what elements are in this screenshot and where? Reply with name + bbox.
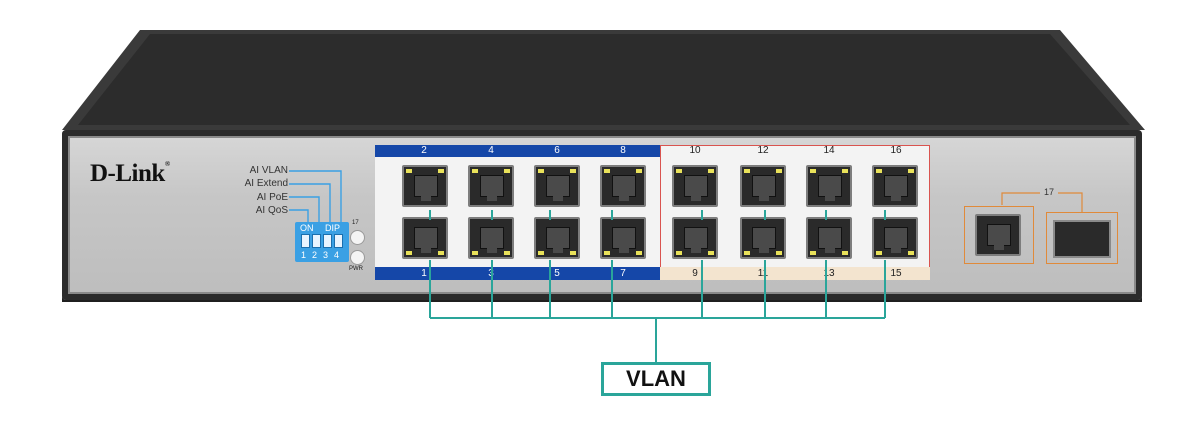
port-label-bar-bottom-right (660, 267, 930, 280)
rj45-port-5[interactable] (534, 217, 580, 259)
dip-switch-2[interactable] (312, 234, 321, 248)
port-number-1: 1 (421, 268, 427, 279)
dip-label-ai-poe: AI PoE (256, 192, 288, 203)
dip-switch-1[interactable] (301, 234, 310, 248)
port-number-14: 14 (823, 145, 835, 156)
rj45-port-9[interactable] (672, 217, 718, 259)
dip-switch[interactable]: ON DIP 1 2 3 4 (295, 222, 349, 262)
port-number-9: 9 (692, 268, 698, 279)
port-number-2: 2 (421, 145, 427, 156)
dip-label-ai-qos: AI QoS (255, 205, 288, 216)
port-number-4: 4 (488, 145, 494, 156)
port-label-bar-top (375, 145, 660, 157)
port-number-7: 7 (620, 268, 626, 279)
port-number-15: 15 (890, 268, 902, 279)
led-label-pwr: PWR (349, 266, 363, 272)
dip-label-ai-vlan: AI VLAN (249, 165, 288, 176)
dip-label-ai-extend: AI Extend (244, 178, 288, 189)
dip-on-label: ON (300, 223, 314, 233)
rj45-port-3[interactable] (468, 217, 514, 259)
dip-number-3: 3 (323, 250, 329, 260)
dip-number-4: 4 (334, 250, 340, 260)
sfp-frame (1046, 212, 1118, 264)
port-area: 2 4 6 8 10 12 14 16 1 3 5 7 9 11 13 15 (375, 145, 930, 280)
combo-rj45-frame (964, 206, 1034, 264)
port-number-13: 13 (823, 268, 835, 279)
rj45-port-16[interactable] (872, 165, 918, 207)
rj45-port-14[interactable] (806, 165, 852, 207)
dip-number-1: 1 (301, 250, 307, 260)
port-number-12: 12 (757, 145, 769, 156)
brand-logo: D-Link® (90, 160, 170, 187)
rj45-port-7[interactable] (600, 217, 646, 259)
led-label-17: 17 (352, 220, 359, 226)
port-number-5: 5 (554, 268, 560, 279)
port-label-bar-bottom (375, 267, 660, 280)
rj45-port-1[interactable] (402, 217, 448, 259)
sfp-port-17[interactable] (1053, 220, 1111, 258)
status-led-17 (350, 230, 365, 245)
sfp-label: 17 (1044, 187, 1055, 197)
status-led-pwr (350, 250, 365, 265)
rj45-port-2[interactable] (402, 165, 448, 207)
rj45-port-15[interactable] (872, 217, 918, 259)
port-number-16: 16 (890, 145, 902, 156)
rj45-port-13[interactable] (806, 217, 852, 259)
rj45-port-8[interactable] (600, 165, 646, 207)
port-number-10: 10 (689, 145, 701, 156)
rj45-port-11[interactable] (740, 217, 786, 259)
rj45-port-10[interactable] (672, 165, 718, 207)
combo-rj45-port-17[interactable] (975, 214, 1021, 256)
rj45-port-4[interactable] (468, 165, 514, 207)
vlan-label: VLAN (626, 366, 686, 391)
port-number-11: 11 (757, 268, 769, 279)
port-number-8: 8 (620, 145, 626, 156)
dip-switch-3[interactable] (323, 234, 332, 248)
dip-number-2: 2 (312, 250, 318, 260)
dip-dip-label: DIP (325, 223, 341, 233)
port-number-6: 6 (554, 145, 560, 156)
dip-switch-4[interactable] (334, 234, 343, 248)
rj45-port-6[interactable] (534, 165, 580, 207)
rj45-port-12[interactable] (740, 165, 786, 207)
vlan-label-box: VLAN (601, 362, 711, 396)
